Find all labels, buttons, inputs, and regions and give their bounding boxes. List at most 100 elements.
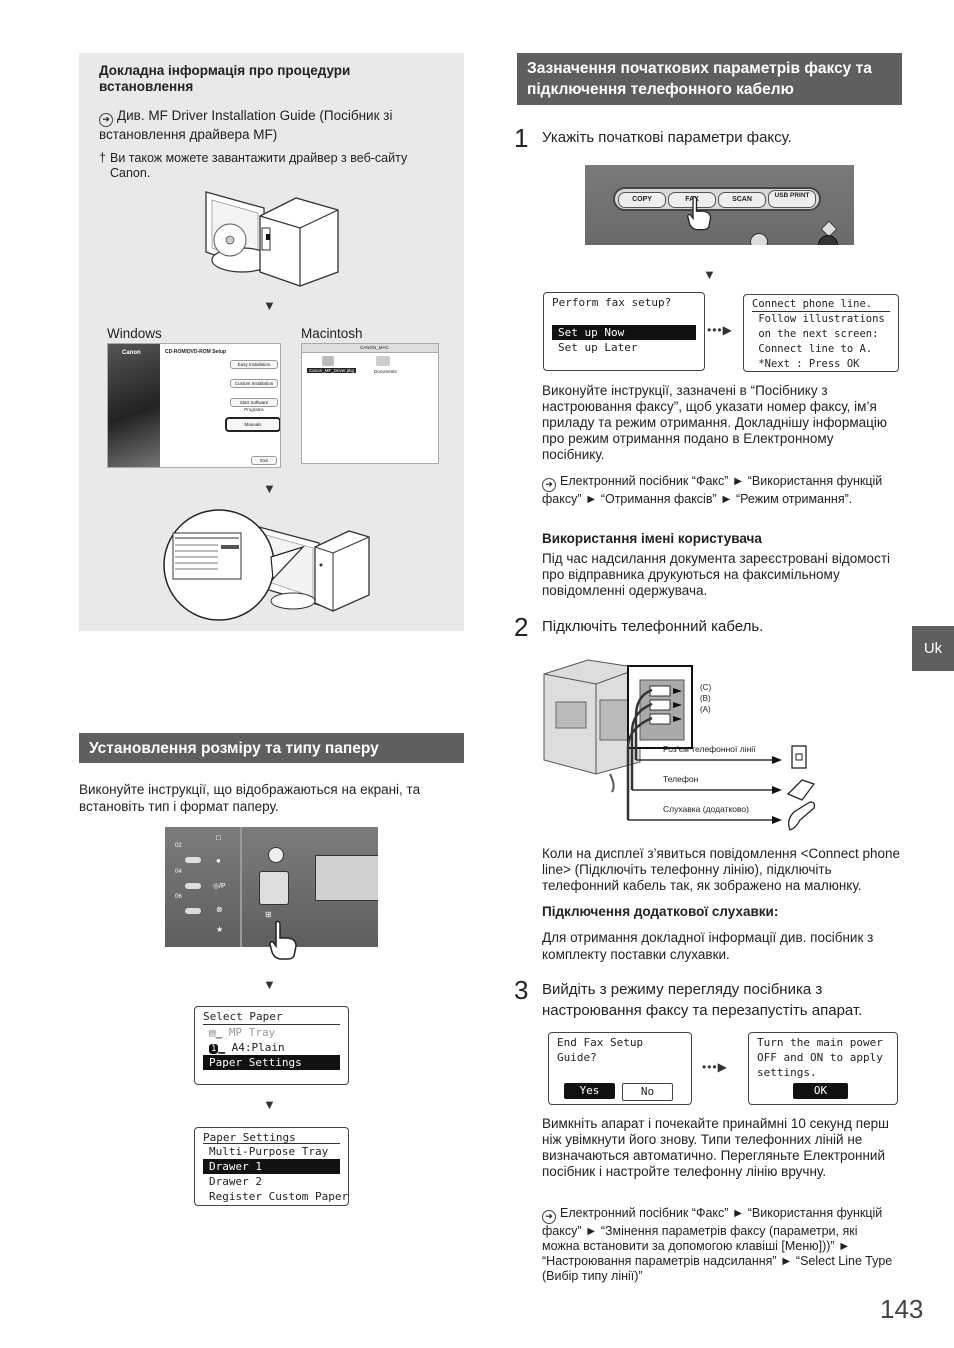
reference-icon: ➜ — [542, 478, 556, 492]
lcd-ok-button[interactable]: OK — [793, 1083, 848, 1099]
handset-subtitle: Підключення додаткової слухавки: — [542, 904, 779, 919]
lcd-restart-line-3: settings. — [757, 1066, 817, 1079]
custom-installation-button[interactable]: Custom Installation — [230, 379, 278, 388]
lcd-perform-fax-setup: Perform fax setup? Set up Now Set up Lat… — [543, 292, 705, 371]
lcd-a4-plain: A4:Plain — [231, 1041, 285, 1054]
step1-reference-text: Електронний посібник “Факс” ► “Використа… — [542, 474, 883, 506]
line-label-wall-jack: Роз’єм телефонної лінії — [663, 744, 756, 754]
step1-reference: ➜Електронний посібник “Факс” ► “Використ… — [542, 474, 894, 507]
panel-icon-5: ★ — [216, 925, 224, 934]
label-windows: Windows — [107, 326, 162, 341]
lcd-a4-plain-row[interactable]: 1▁ A4:Plain — [209, 1041, 285, 1054]
arrow-down-icon: ▼ — [703, 267, 716, 282]
lcd-connect-line-3: on the next screen: — [752, 328, 879, 340]
panel-icon-6: ⊞ — [265, 910, 272, 919]
usb-print-key[interactable]: USB PRINT — [768, 190, 816, 208]
operation-panel-photo: 02 04 06 □ ● ◎/P ⊗ ★ ⊞ — [165, 827, 378, 947]
lcd-tray-badge: 1 — [209, 1044, 219, 1054]
lcd-paper-settings[interactable]: Paper Settings — [203, 1055, 340, 1070]
panel-icon-3: ◎/P — [213, 883, 226, 890]
arrow-dots-icon: •••▶ — [702, 1060, 728, 1074]
panel-button[interactable] — [185, 883, 201, 889]
lcd-fax-setup-title: Perform fax setup? — [552, 296, 672, 309]
exit-button[interactable]: Exit — [251, 456, 277, 465]
lcd-no-button[interactable]: No — [622, 1083, 673, 1101]
lcd-end-fax-setup: End Fax Setup Guide? Yes No — [548, 1032, 692, 1105]
easy-installation-button[interactable]: Easy Installation — [230, 360, 278, 369]
port-label-a: (A) — [700, 705, 711, 714]
step3-reference: ➜Електронний посібник “Факс” ► “Використ… — [542, 1206, 894, 1284]
manual-zoom-illustration — [163, 509, 370, 621]
panel-button[interactable] — [185, 857, 201, 863]
fax-section-heading: Зазначення початкових параметрів факсу т… — [517, 53, 902, 105]
mac-item-documents[interactable]: Documents — [374, 369, 397, 374]
start-programs-button[interactable]: Start Software Programs — [230, 398, 278, 412]
panel-key-02[interactable]: 02 — [175, 843, 182, 849]
install-guide-ref: ➜Див. MF Driver Installation Guide (Посі… — [99, 108, 429, 143]
panel-icon-1: □ — [216, 833, 221, 842]
lcd-paper-settings-title: Paper Settings — [203, 1130, 340, 1144]
paper-setting-key-icon[interactable] — [259, 871, 289, 905]
lcd-set-up-now[interactable]: Set up Now — [552, 325, 696, 340]
mac-titlebar — [302, 344, 438, 353]
handset-text: Для отримання докладної інформації див. … — [542, 930, 874, 962]
panel-key-06[interactable]: 06 — [175, 894, 182, 900]
lcd-set-up-later[interactable]: Set up Later — [558, 341, 638, 354]
arrow-down-icon: ▼ — [263, 298, 276, 313]
step2-paragraph: Коли на дисплеї з’явиться повідомлення <… — [542, 846, 901, 893]
mac-item-driver[interactable]: Canon_MF_Driver.pkg — [307, 368, 357, 373]
canon-logo: Canon — [122, 350, 141, 356]
mac-window-title: CANON_MAC — [360, 345, 389, 350]
lcd-end-setup-line-1: End Fax Setup — [557, 1036, 644, 1049]
page-number: 143 — [880, 1294, 924, 1324]
lcd-paper-settings-menu: Paper Settings Multi-Purpose Tray Drawer… — [194, 1127, 349, 1206]
lcd-mp-tray-row[interactable]: ▤▁ MP Tray — [209, 1026, 276, 1039]
step3-number: 3 — [514, 975, 529, 1005]
paper-section-text: Виконуйте інструкції, що відображаються … — [79, 782, 421, 814]
panel-button[interactable] — [185, 908, 201, 914]
package-icon — [322, 356, 334, 366]
lcd-item-drawer1[interactable]: Drawer 1 — [203, 1159, 340, 1174]
lcd-item-mp-tray[interactable]: Multi-Purpose Tray — [209, 1145, 329, 1158]
lcd-connect-line-5: *Next : Press OK — [752, 358, 860, 370]
copy-key[interactable]: COPY — [618, 192, 666, 208]
arrow-down-icon: ▼ — [263, 977, 276, 992]
windows-sidebar — [108, 344, 160, 467]
lcd-spacer — [552, 310, 696, 325]
power-key-icon[interactable] — [750, 233, 768, 245]
folder-icon — [376, 356, 390, 366]
panel-icon-4: ⊗ — [216, 905, 223, 914]
lcd-select-paper-title: Select Paper — [203, 1009, 340, 1025]
pointing-hand-icon — [687, 196, 712, 231]
arrow-dots-icon: •••▶ — [707, 323, 733, 337]
fax-key[interactable]: FAX — [668, 192, 716, 208]
lcd-restart-line-1: Turn the main power — [757, 1036, 883, 1049]
lcd-item-drawer2[interactable]: Drawer 2 — [209, 1175, 262, 1188]
manuals-button[interactable]: Manuals — [225, 417, 280, 432]
lcd-item-custom-paper[interactable]: Register Custom Paper — [209, 1190, 349, 1203]
panel-key-04[interactable]: 04 — [175, 869, 182, 875]
arrow-down-icon: ▼ — [263, 481, 276, 496]
panel-display — [315, 855, 378, 901]
reference-icon: ➜ — [99, 113, 113, 127]
install-info-title: Докладна інформація про процедури встано… — [99, 63, 351, 94]
step3-reference-text: Електронний посібник “Факс” ► “Використа… — [542, 1206, 893, 1283]
scan-key[interactable]: SCAN — [718, 192, 766, 208]
windows-setup-screenshot: Canon CD-ROM/DVD-ROM Setup Easy Installa… — [107, 343, 281, 468]
language-tab: Uk — [912, 626, 954, 671]
phone-cable-diagram — [543, 659, 816, 831]
step2-text: Підключіть телефонний кабель. — [542, 618, 764, 635]
panel-button[interactable] — [268, 847, 284, 863]
panel-divider — [240, 827, 242, 947]
step1-paragraph: Виконуйте інструкції, зазначені в “Посіб… — [542, 383, 887, 462]
round-key-icon[interactable] — [818, 235, 838, 245]
port-label-b: (B) — [700, 694, 711, 703]
line-label-phone: Телефон — [663, 774, 699, 784]
lcd-mp-tray: MP Tray — [228, 1026, 276, 1039]
lcd-yes-button[interactable]: Yes — [564, 1083, 615, 1099]
panel-icon-2: ● — [216, 856, 221, 865]
step3-text: Вийдіть з режиму перегляду посібника з н… — [542, 981, 863, 1019]
lcd-restart-line-2: OFF and ON to apply — [757, 1051, 883, 1064]
lcd-restart-message: Turn the main power OFF and ON to apply … — [748, 1032, 898, 1105]
lcd-connect-phone-line: Connect phone line. Follow illustrations… — [743, 294, 899, 372]
